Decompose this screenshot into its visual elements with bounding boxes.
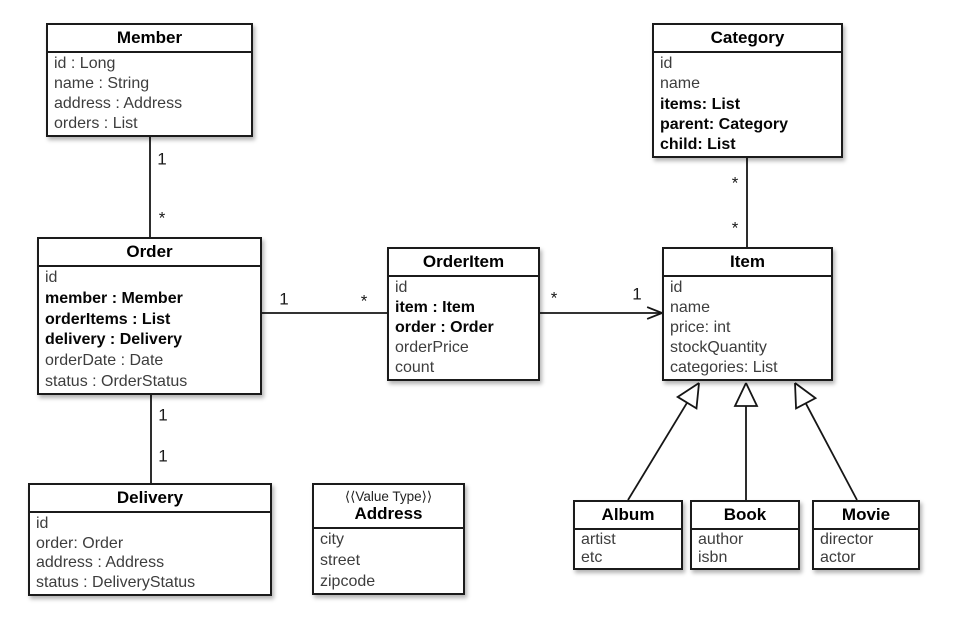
class-attribute: stockQuantity xyxy=(670,339,767,356)
inheritance-triangle-icon xyxy=(794,382,818,410)
class-attribute-list: id name price: int stockQuantity categories:… xyxy=(664,277,831,379)
class-stereotype: ⟨⟨Value Type⟩⟩ xyxy=(344,488,433,504)
class-header: Delivery xyxy=(30,485,270,513)
class-header: Album xyxy=(575,502,681,530)
class-attribute: etc xyxy=(581,549,603,566)
open-arrowhead-icon xyxy=(646,306,663,314)
class-attribute: name : String xyxy=(54,75,150,92)
class-name: Address xyxy=(354,504,423,524)
association-line-movie-item xyxy=(804,402,858,501)
multiplicity-label: * xyxy=(550,288,558,308)
multiplicity-label: * xyxy=(731,218,739,238)
multiplicity-label: * xyxy=(731,173,739,193)
class-header: OrderItem xyxy=(389,249,538,277)
class-attribute: street xyxy=(320,552,361,569)
class-header: Movie xyxy=(814,502,918,530)
class-attribute: delivery : Delivery xyxy=(45,331,182,349)
class-attribute: categories: List xyxy=(670,359,778,376)
class-attribute-list: id : Long name : String address : Address o… xyxy=(48,53,251,135)
class-attribute: items: List xyxy=(660,95,741,113)
class-attribute: order : Order xyxy=(395,319,494,336)
class-name: Order xyxy=(126,242,173,262)
class-header: Book xyxy=(692,502,798,530)
class-attribute: orders : List xyxy=(54,115,138,132)
class-box-item[interactable]: Item id name price: int stockQuantity categor… xyxy=(662,247,833,381)
class-attribute-list: id member : Member orderItems : List delive… xyxy=(39,267,260,393)
class-attribute: orderDate : Date xyxy=(45,352,164,370)
class-attribute: author xyxy=(698,531,744,548)
class-attribute: orderItems : List xyxy=(45,310,171,328)
class-attribute: status : DeliveryStatus xyxy=(36,574,196,592)
class-attribute-list: city street zipcode xyxy=(314,529,463,593)
class-header: Category xyxy=(654,25,841,53)
association-line-album-item xyxy=(627,402,688,501)
multiplicity-label: 1 xyxy=(158,446,168,466)
class-attribute: isbn xyxy=(698,549,728,566)
class-attribute: name xyxy=(660,75,701,93)
class-attribute: address : Address xyxy=(54,95,183,112)
class-box-delivery[interactable]: Delivery id order: Order address : Address s… xyxy=(28,483,272,596)
class-name: OrderItem xyxy=(422,252,505,272)
class-name: Member xyxy=(116,28,183,48)
class-attribute-list: id order: Order address : Address status : … xyxy=(30,513,270,594)
class-attribute: count xyxy=(395,359,435,376)
class-attribute: actor xyxy=(820,549,856,566)
class-name: Movie xyxy=(841,505,891,525)
multiplicity-label: * xyxy=(158,208,166,228)
class-attribute: id xyxy=(660,55,673,73)
class-attribute: id xyxy=(36,514,49,532)
class-attribute-list: id name items: List parent: Category child: … xyxy=(654,53,841,156)
class-attribute: zipcode xyxy=(320,572,376,590)
class-attribute: order: Order xyxy=(36,534,124,552)
class-attribute: orderPrice xyxy=(395,339,469,356)
class-header: Member xyxy=(48,25,251,53)
class-attribute: city xyxy=(320,531,344,549)
class-name: Item xyxy=(730,252,765,272)
class-attribute: address : Address xyxy=(36,554,165,572)
class-attribute: status : OrderStatus xyxy=(45,372,188,390)
class-attribute: id xyxy=(45,269,58,287)
class-box-order[interactable]: Order id member : Member orderItems : List d… xyxy=(37,237,262,395)
class-box-address[interactable]: ⟨⟨Value Type⟩⟩Address city street zipcode xyxy=(312,483,465,595)
class-attribute-list: id item : Item order : Order orderPrice coun… xyxy=(389,277,538,379)
multiplicity-label: * xyxy=(360,291,368,311)
open-arrowhead-icon xyxy=(646,312,663,320)
class-name: Book xyxy=(723,505,767,525)
class-box-category[interactable]: Category id name items: List parent: Categor… xyxy=(652,23,843,158)
class-attribute: id xyxy=(670,279,683,296)
class-box-orderitem[interactable]: OrderItem id item : Item order : Order order… xyxy=(387,247,540,381)
class-attribute: artist xyxy=(581,531,616,548)
class-attribute: parent: Category xyxy=(660,115,789,133)
class-header: Order xyxy=(39,239,260,267)
class-attribute: id xyxy=(395,279,408,296)
multiplicity-label: 1 xyxy=(632,284,642,304)
multiplicity-label: 1 xyxy=(279,289,289,309)
inheritance-triangle-icon xyxy=(733,382,759,407)
class-header: Item xyxy=(664,249,831,277)
class-name: Delivery xyxy=(116,488,184,508)
class-attribute: name xyxy=(670,299,711,316)
class-attribute: member : Member xyxy=(45,290,183,307)
class-header: ⟨⟨Value Type⟩⟩Address xyxy=(314,485,463,529)
class-attribute: price: int xyxy=(670,319,731,336)
class-name: Category xyxy=(710,28,785,48)
class-attribute: child: List xyxy=(660,135,736,153)
multiplicity-label: 1 xyxy=(157,149,167,169)
class-attribute: id : Long xyxy=(54,55,116,72)
class-attribute: director xyxy=(820,531,874,548)
multiplicity-label: 1 xyxy=(158,405,168,425)
class-attribute: item : Item xyxy=(395,299,476,316)
class-name: Album xyxy=(601,505,655,525)
inheritance-triangle-icon xyxy=(675,382,700,410)
